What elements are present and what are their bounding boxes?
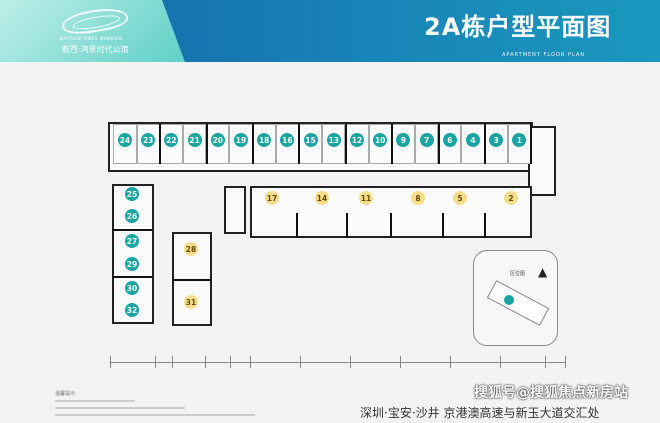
partition-wall xyxy=(172,279,212,281)
unit-7: 7 xyxy=(419,133,434,147)
partition-wall xyxy=(344,124,347,164)
partition-wall xyxy=(391,124,394,164)
unit-24: 24 xyxy=(118,133,132,147)
site-highlight xyxy=(504,295,514,305)
dimension-tick xyxy=(155,356,156,368)
unit-17: 17 xyxy=(265,191,279,205)
location-map: 区位图 ▲ xyxy=(473,250,558,346)
unit-9: 9 xyxy=(396,133,411,147)
dimension-tick xyxy=(450,356,451,368)
unit-32: 32 xyxy=(125,303,139,317)
dimension-tick xyxy=(565,356,566,368)
logo-english: BAYVIEW TIMES MANSION xyxy=(60,36,123,41)
unit-10: 10 xyxy=(373,133,388,147)
logo-panel: BAYVIEW TIMES MANSION 乾西·鸿景时代公馆 xyxy=(0,0,185,62)
unit-8: 8 xyxy=(411,191,425,205)
notes-title: 温馨提示: xyxy=(55,391,77,397)
partition-wall xyxy=(112,229,152,231)
unit-13: 13 xyxy=(326,133,341,147)
location-map-label: 区位图 xyxy=(510,271,526,277)
unit-2: 2 xyxy=(504,191,518,205)
site-outline xyxy=(486,280,550,326)
partition-wall xyxy=(346,213,348,238)
unit-30: 30 xyxy=(125,281,139,295)
dimension-tick xyxy=(205,356,206,368)
unit-18: 18 xyxy=(257,133,272,147)
partition-wall xyxy=(252,124,254,164)
dimension-tick xyxy=(545,356,546,368)
note-line xyxy=(55,414,255,416)
unit-25: 25 xyxy=(125,187,139,201)
note-line xyxy=(55,407,185,409)
partition-wall xyxy=(530,124,533,164)
dimension-tick xyxy=(110,356,111,368)
partition-wall xyxy=(484,213,486,238)
unit-3: 3 xyxy=(489,133,504,147)
unit-5: 5 xyxy=(453,191,467,205)
unit-29: 29 xyxy=(125,257,139,271)
header-banner: BAYVIEW TIMES MANSION 乾西·鸿景时代公馆 2A栋户型平面图… xyxy=(0,0,660,62)
dimension-tick xyxy=(400,356,401,368)
partition-wall xyxy=(442,213,444,238)
unit-31: 31 xyxy=(184,295,198,309)
unit-6: 6 xyxy=(442,133,457,147)
unit-19: 19 xyxy=(234,133,248,147)
partition-wall xyxy=(484,124,486,164)
unit-11: 11 xyxy=(359,191,373,205)
note-line xyxy=(55,400,135,402)
partition-wall xyxy=(298,124,301,164)
page-title: 2A栋户型平面图 xyxy=(424,13,612,41)
unit-14: 14 xyxy=(315,191,329,205)
left-wing xyxy=(112,184,154,324)
unit-27: 27 xyxy=(125,234,139,248)
elevator-shaft xyxy=(224,186,246,234)
unit-26: 26 xyxy=(125,209,139,223)
unit-12: 12 xyxy=(350,133,364,147)
partition-wall xyxy=(390,213,392,238)
unit-28: 28 xyxy=(184,242,198,256)
watermark: 搜狐号@搜狐焦点新房站 xyxy=(474,385,628,401)
unit-23: 23 xyxy=(141,133,156,147)
unit-20: 20 xyxy=(210,133,225,147)
unit-22: 22 xyxy=(164,133,179,147)
dimension-tick xyxy=(230,356,231,368)
unit-1: 1 xyxy=(512,133,527,147)
unit-16: 16 xyxy=(280,133,295,147)
dimension-tick xyxy=(350,356,351,368)
dimension-line xyxy=(110,362,565,363)
partition-wall xyxy=(205,124,208,164)
unit-4: 4 xyxy=(466,133,480,147)
project-address: 深圳·宝安·沙井 京港澳高速与新玉大道交汇处 xyxy=(360,406,600,420)
unit-21: 21 xyxy=(187,133,202,147)
unit-15: 15 xyxy=(303,133,318,147)
partition-wall xyxy=(112,276,152,278)
logo-icon xyxy=(60,4,130,38)
partition-wall xyxy=(296,213,298,238)
dimension-tick xyxy=(300,356,301,368)
dimension-tick xyxy=(250,356,251,368)
north-arrow-icon: ▲ xyxy=(538,265,548,279)
partition-wall xyxy=(437,124,440,164)
dimension-tick xyxy=(172,356,173,368)
page-subtitle: APARTMENT FLOOR PLAN xyxy=(502,52,586,58)
partition-wall xyxy=(159,124,162,164)
dimension-tick xyxy=(500,356,501,368)
logo-chinese: 乾西·鸿景时代公馆 xyxy=(62,45,129,54)
